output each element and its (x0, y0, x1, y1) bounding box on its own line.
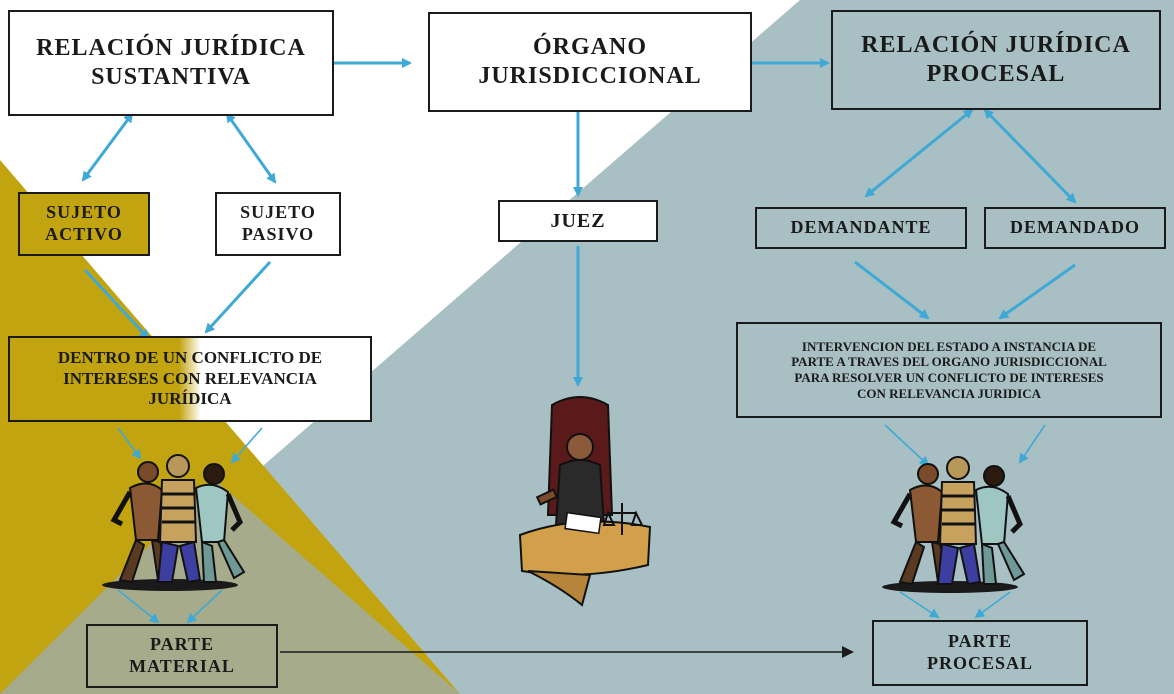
conflicto-box: DENTRO DE UN CONFLICTO DE INTERESES CON … (8, 336, 372, 422)
relacion-juridica-sustantiva-label: RELACIÓN JURÍDICA SUSTANTIVA (36, 35, 306, 90)
parte-material-box: PARTE MATERIAL (86, 624, 278, 688)
sujeto-activo-label: SUJETO ACTIVO (45, 202, 123, 244)
intervencion-label: INTERVENCION DEL ESTADO A INSTANCIA DE P… (791, 338, 1107, 401)
sujeto-pasivo-box: SUJETO PASIVO (215, 192, 341, 256)
demandado-box: DEMANDADO (984, 207, 1166, 249)
organo-jurisdiccional-label: ÓRGANO JURISDICCIONAL (478, 34, 702, 89)
parte-material-label: PARTE MATERIAL (129, 634, 235, 676)
juez-box: JUEZ (498, 200, 658, 242)
relacion-juridica-procesal-box: RELACIÓN JURÍDICA PROCESAL (831, 10, 1161, 110)
parte-procesal-label: PARTE PROCESAL (926, 631, 1033, 673)
organo-jurisdiccional-box: ÓRGANO JURISDICCIONAL (428, 12, 752, 112)
sujeto-activo-box: SUJETO ACTIVO (18, 192, 150, 256)
demandado-label: DEMANDADO (1010, 217, 1140, 238)
juez-label: JUEZ (550, 210, 606, 232)
sujeto-pasivo-label: SUJETO PASIVO (240, 202, 316, 244)
parte-procesal-box: PARTE PROCESAL (872, 620, 1088, 686)
conflicto-label: DENTRO DE UN CONFLICTO DE INTERESES CON … (57, 348, 323, 409)
relacion-juridica-procesal-label: RELACIÓN JURÍDICA PROCESAL (861, 32, 1131, 87)
relacion-juridica-sustantiva-box: RELACIÓN JURÍDICA SUSTANTIVA (8, 10, 334, 116)
demandante-label: DEMANDANTE (790, 217, 932, 238)
intervencion-box: INTERVENCION DEL ESTADO A INSTANCIA DE P… (736, 322, 1162, 418)
demandante-box: DEMANDANTE (755, 207, 967, 249)
